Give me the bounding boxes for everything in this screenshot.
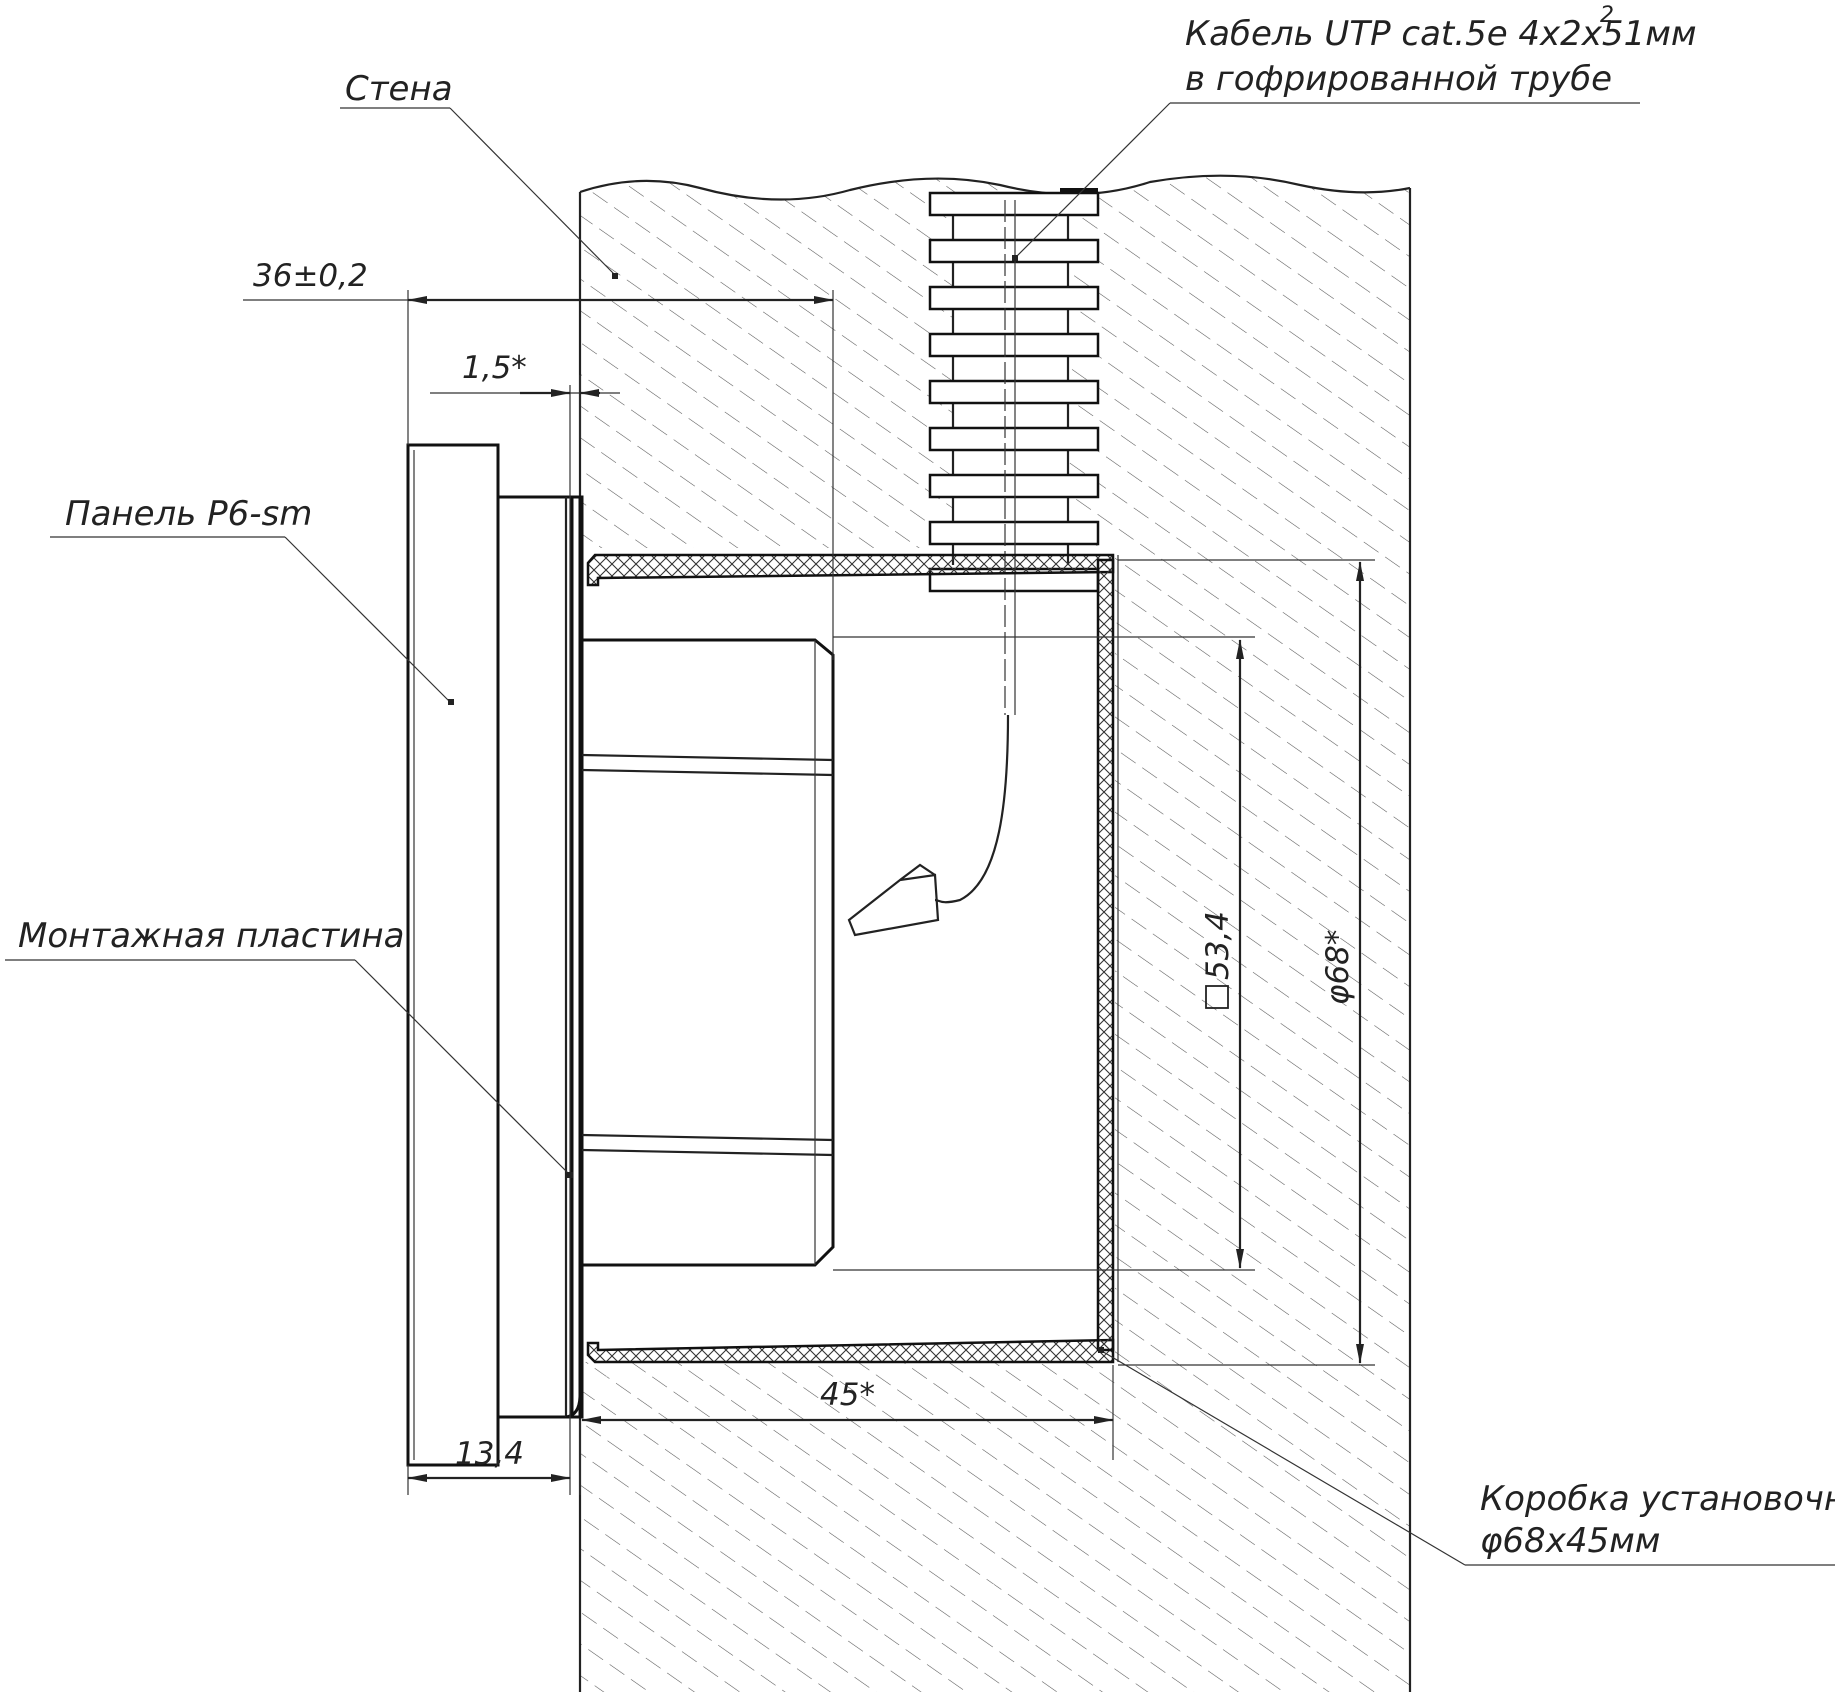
label-mounting-plate: Монтажная пластина — [18, 916, 404, 956]
label-box-line2: φ68x45мм — [1480, 1521, 1660, 1561]
installation-box — [586, 553, 1119, 1364]
tube-ribs — [928, 188, 1100, 593]
dim-1-5-text: 1,5* — [462, 350, 527, 386]
tube-rib — [928, 285, 1100, 311]
reference-lines — [407, 290, 1375, 1495]
label-cable-superscript: 2 — [1600, 3, 1614, 28]
box-back-wall — [1096, 558, 1115, 1352]
dim-13-4-text: 13,4 — [455, 1436, 524, 1472]
dim-45-text: 45* — [820, 1377, 875, 1413]
leaders — [5, 102, 1835, 1566]
tube-rib — [928, 379, 1100, 405]
wall-top-break — [579, 174, 1411, 201]
labels: Стена Кабель UTP cat.5e 4x2x51мм 2 в гоф… — [18, 3, 1835, 1561]
label-panel: Панель P6-sm — [65, 494, 312, 534]
square-symbol-icon — [1205, 985, 1229, 1009]
tube-rib — [928, 238, 1100, 264]
tube-rib — [928, 332, 1100, 358]
dimensions: 36±0,2 1,5* 13,4 45* 53,4 φ68* — [243, 258, 1364, 1482]
panel-module — [581, 638, 835, 1267]
dim-68-text: φ68* — [1320, 930, 1356, 1005]
label-box-line1: Коробка установочная — [1480, 1479, 1835, 1519]
panel-front — [406, 443, 500, 1467]
corrugated-tube — [928, 188, 1100, 715]
box-top-wall — [586, 553, 1115, 587]
tube-rib — [928, 426, 1100, 452]
dim-36-text: 36±0,2 — [253, 258, 368, 294]
label-wall: Стена — [345, 69, 453, 109]
tube-rib — [928, 473, 1100, 499]
dim-53-4-text: 53,4 — [1200, 911, 1236, 980]
label-cable-line1: Кабель UTP cat.5e 4x2x51мм — [1185, 14, 1697, 54]
wall-cavity — [580, 548, 1115, 1362]
cable-connector — [847, 714, 1010, 937]
tube-rib — [928, 520, 1100, 546]
panel-body — [496, 495, 582, 1419]
tube-rib — [928, 191, 1100, 217]
mounting-plate — [570, 495, 584, 1419]
panel-p6-sm — [406, 443, 582, 1467]
label-cable-line2: в гофрированной трубе — [1185, 59, 1612, 99]
